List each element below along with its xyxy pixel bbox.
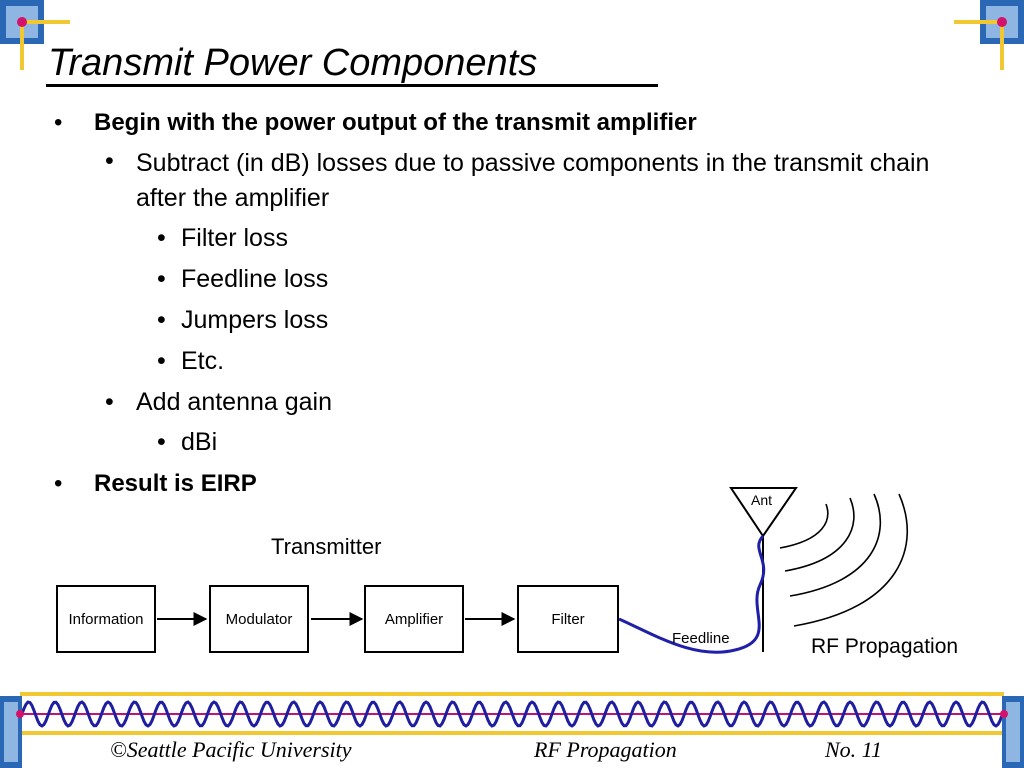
bullet-glyph: • — [157, 428, 166, 456]
footer-course-title: RF Propagation — [534, 737, 677, 762]
slide-title: Transmit Power Components — [48, 42, 538, 84]
bullet-glyph: • — [157, 347, 166, 375]
bullet-text: Begin with the power output of the trans… — [94, 109, 697, 136]
footer-copyright: ©Seattle Pacific University — [110, 737, 352, 762]
bullet-text: Result is EIRP — [94, 470, 257, 497]
bullet-text: dBi — [181, 428, 218, 456]
bullet-glyph: • — [54, 470, 63, 497]
corner-ornament-bottom-left — [0, 696, 24, 768]
corner-ornament-top-left — [0, 0, 70, 70]
bullet-glyph: • — [157, 224, 166, 252]
bullet-glyph: • — [54, 109, 63, 136]
bullet-text: Filter loss — [181, 224, 288, 252]
bullet-glyph: • — [157, 306, 166, 334]
transmitter-diagram — [157, 487, 909, 654]
rf-wave-arcs — [779, 493, 909, 627]
bullet-text: Subtract (in dB) losses due to passive c… — [136, 149, 930, 212]
modulator-block: Modulator — [209, 585, 309, 653]
footer-page-number: No. 11 — [825, 737, 883, 762]
footer-wave-band — [20, 692, 1004, 735]
information-block: Information — [56, 585, 156, 653]
bullet-text: Feedline loss — [181, 265, 329, 293]
bullet-glyph: • — [105, 388, 114, 416]
amplifier-block: Amplifier — [364, 585, 464, 653]
bullet-glyph: • — [105, 147, 114, 175]
rf-propagation-label: RF Propagation — [811, 635, 959, 658]
antenna-label: Ant — [751, 492, 773, 508]
corner-ornament-top-right — [954, 0, 1024, 70]
title-underline — [46, 84, 658, 87]
bullet-text: Add antenna gain — [136, 388, 333, 416]
corner-ornament-bottom-right — [1000, 696, 1024, 768]
transmitter-label: Transmitter — [271, 534, 382, 559]
bullet-glyph: • — [157, 265, 166, 293]
feedline-cable — [618, 534, 766, 654]
bullet-text: Etc. — [181, 347, 225, 375]
filter-block: Filter — [517, 585, 619, 653]
feedline-label: Feedline — [672, 630, 730, 647]
antenna-icon — [729, 487, 798, 652]
bullet-text: Jumpers loss — [181, 306, 329, 334]
